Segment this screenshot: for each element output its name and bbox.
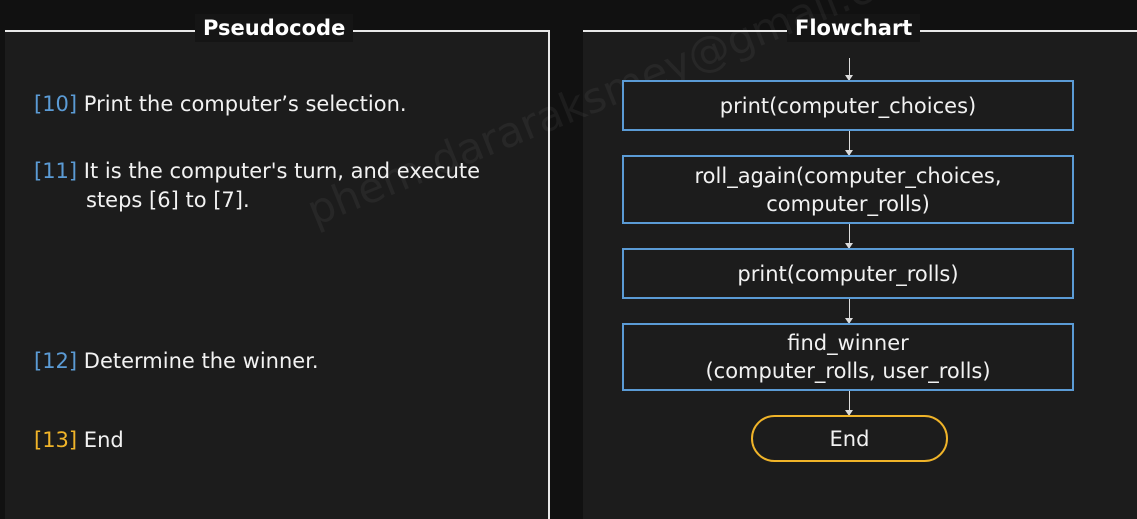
step-11: [11] It is the computer's turn, and exec…	[34, 157, 480, 186]
flow-box-find-winner: find_winner (computer_rolls, user_rolls)	[622, 323, 1074, 391]
step-12: [12] Determine the winner.	[34, 347, 319, 376]
step-text: It is the computer's turn, and execute	[83, 159, 481, 183]
step-number: [10]	[34, 92, 78, 116]
pseudocode-title: Pseudocode	[195, 14, 354, 42]
pseudocode-frame-right	[548, 30, 550, 519]
flow-arrow	[845, 58, 853, 81]
step-text: Print the computer’s selection.	[83, 92, 407, 116]
flow-box-roll-again: roll_again(computer_choices, computer_ro…	[622, 155, 1074, 224]
flow-arrow	[845, 299, 853, 324]
step-11-continuation: steps [6] to [7].	[86, 188, 250, 212]
step-number: [13]	[34, 428, 78, 452]
flow-arrow	[845, 391, 853, 416]
flow-box-print-rolls: print(computer_rolls)	[622, 248, 1074, 299]
step-text: Determine the winner.	[83, 349, 319, 373]
step-number: [11]	[34, 159, 78, 183]
flow-arrow	[845, 224, 853, 249]
pseudocode-panel	[5, 30, 550, 519]
flow-terminal-end: End	[751, 415, 948, 462]
flowchart-title: Flowchart	[787, 14, 921, 42]
step-13: [13] End	[34, 426, 124, 455]
flow-box-print-choices: print(computer_choices)	[622, 80, 1074, 131]
step-text: End	[83, 428, 124, 452]
flow-arrow	[845, 131, 853, 156]
step-10: [10] Print the computer’s selection.	[34, 90, 407, 119]
step-number: [12]	[34, 349, 78, 373]
